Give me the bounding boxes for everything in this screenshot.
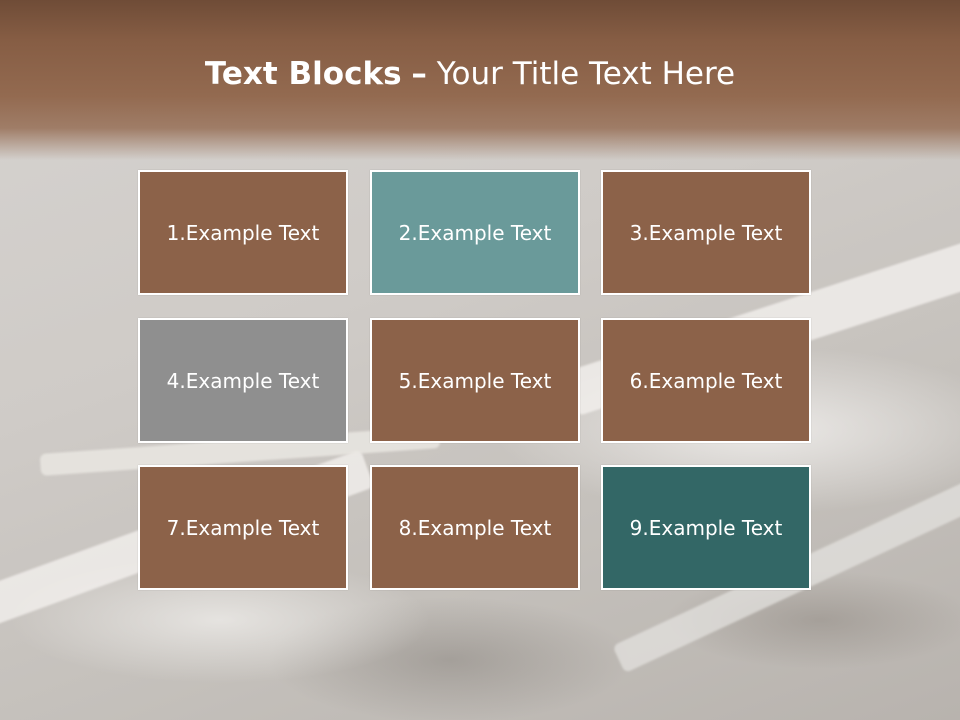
header-band	[0, 0, 960, 160]
text-block-label: 4.Example Text	[166, 368, 320, 393]
text-block-6[interactable]: 6.Example Text	[601, 318, 811, 443]
text-block-4[interactable]: 4.Example Text	[138, 318, 348, 443]
text-block-5[interactable]: 5.Example Text	[370, 318, 580, 443]
text-block-label: 8.Example Text	[398, 515, 552, 540]
text-block-label: 2.Example Text	[398, 220, 552, 245]
text-block-grid: 1.Example Text 2.Example Text 3.Example …	[138, 170, 816, 594]
title-rest-text: Your Title Text Here	[436, 56, 736, 92]
text-block-label: 3.Example Text	[629, 220, 783, 245]
text-block-8[interactable]: 8.Example Text	[370, 465, 580, 590]
text-block-1[interactable]: 1.Example Text	[138, 170, 348, 295]
text-block-label: 6.Example Text	[629, 368, 783, 393]
text-block-9[interactable]: 9.Example Text	[601, 465, 811, 590]
text-block-3[interactable]: 3.Example Text	[601, 170, 811, 295]
title-bold-text: Text Blocks	[204, 56, 402, 92]
text-block-label: 5.Example Text	[398, 368, 552, 393]
text-block-label: 9.Example Text	[629, 515, 783, 540]
slide-title[interactable]: Text Blocks – Your Title Text Here	[0, 52, 940, 96]
text-block-2[interactable]: 2.Example Text	[370, 170, 580, 295]
text-block-label: 1.Example Text	[166, 220, 320, 245]
title-dash: –	[411, 56, 427, 92]
text-block-7[interactable]: 7.Example Text	[138, 465, 348, 590]
text-block-label: 7.Example Text	[166, 515, 320, 540]
